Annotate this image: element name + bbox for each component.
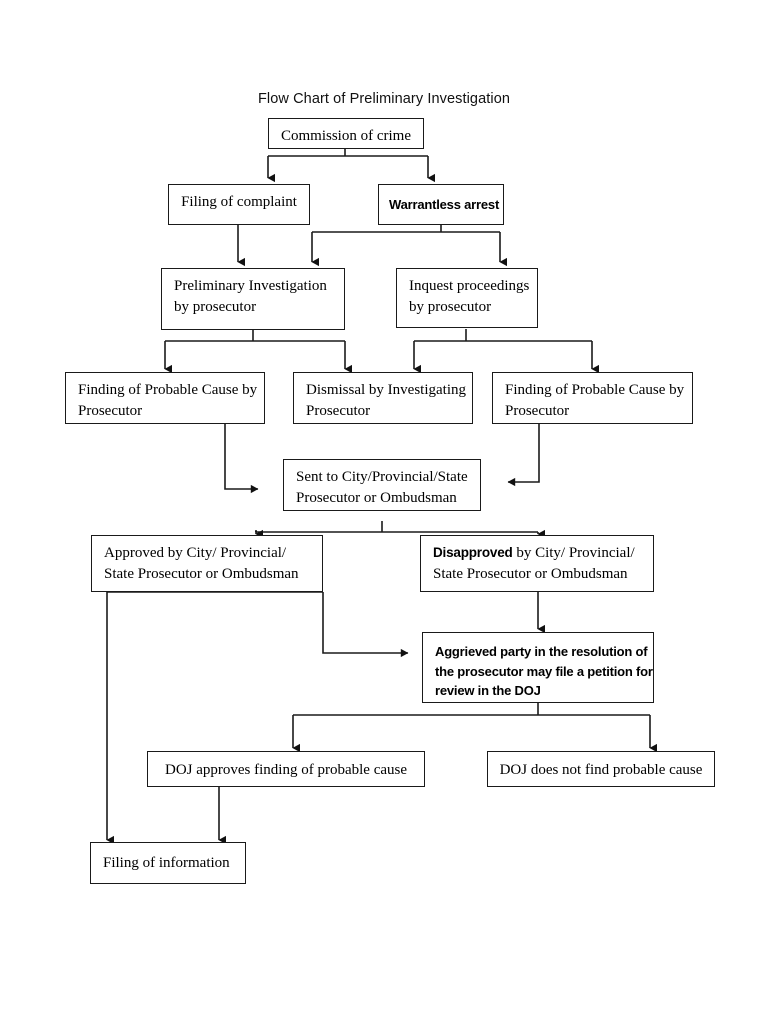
node-label-line1: Aggrieved party in the resolution of [435, 644, 648, 659]
node-label-line2: by prosecutor [174, 299, 257, 316]
node-label-line1: Sent to City/Provincial/State [296, 469, 468, 485]
node-label-line2: State Prosecutor or Ombudsman [104, 566, 299, 583]
node-label-line1: Inquest proceedings [409, 278, 530, 294]
node-label-line1: Disapproved by City/ Provincial/ [433, 543, 643, 564]
node-inquest-proceedings[interactable]: Inquest proceedings by prosecutor [396, 268, 538, 328]
node-emphasis: Disapproved [433, 545, 513, 560]
node-approved-by-prosecutor[interactable]: Approved by City/ Provincial/ State Pros… [91, 535, 323, 592]
node-label: DOJ approves finding of probable cause [164, 762, 407, 778]
node-label-line1: Finding of Probable Cause by [505, 382, 685, 398]
node-label: Commission of crime [281, 128, 411, 144]
node-label: Filing of information [103, 855, 230, 871]
node-doj-approves-finding[interactable]: DOJ approves finding of probable cause [147, 751, 425, 787]
node-label-line1: Approved by City/ Provincial/ [104, 543, 312, 564]
node-disapproved-by-prosecutor[interactable]: Disapproved by City/ Provincial/ State P… [420, 535, 654, 592]
node-sent-to-prosecutor-or-ombudsman[interactable]: Sent to City/Provincial/State Prosecutor… [283, 459, 481, 511]
node-label-line2: Prosecutor [78, 403, 143, 420]
node-label-line2: State Prosecutor or Ombudsman [433, 566, 628, 583]
node-label: Warrantless arrest [389, 197, 500, 212]
node-label-line1: Finding of Probable Cause by [78, 382, 258, 398]
node-rest: by City/ Provincial/ [164, 545, 287, 561]
page-title: Flow Chart of Preliminary Investigation [257, 91, 511, 107]
node-label: Filing of complaint [181, 194, 297, 210]
edge-finding-left-to-sent [224, 424, 259, 494]
node-dismissal-by-investigating-prosecutor[interactable]: Dismissal by Investigating Prosecutor [293, 372, 473, 424]
node-label-line2: Prosecutor or Ombudsman [296, 490, 457, 507]
node-doj-does-not-find[interactable]: DOJ does not find probable cause [487, 751, 715, 787]
node-emphasis: Approved [104, 545, 164, 561]
edge-approved-to-aggrieved [322, 592, 409, 658]
node-finding-probable-cause-right[interactable]: Finding of Probable Cause by Prosecutor [492, 372, 693, 424]
node-label-line2: by prosecutor [409, 299, 492, 316]
node-label-line2: the prosecutor may file a petition for [435, 663, 653, 679]
node-label-line1: Preliminary Investigation [174, 278, 327, 294]
node-rest: by City/ Provincial/ [512, 545, 635, 561]
node-finding-probable-cause-left[interactable]: Finding of Probable Cause by Prosecutor [65, 372, 265, 424]
node-label-line2: Prosecutor [306, 403, 371, 420]
node-aggrieved-party-petition[interactable]: Aggrieved party in the resolution of the… [422, 632, 654, 703]
node-label-line3: review in the DOJ [435, 683, 541, 698]
node-preliminary-investigation[interactable]: Preliminary Investigation by prosecutor [161, 268, 345, 330]
node-label-line1: Dismissal by Investigating [306, 382, 466, 398]
edge-finding-right-to-sent [507, 424, 540, 487]
node-filing-of-information[interactable]: Filing of information [90, 842, 246, 884]
node-commission-of-crime[interactable]: Commission of crime [268, 118, 424, 149]
node-filing-of-complaint[interactable]: Filing of complaint [168, 184, 310, 225]
node-label: DOJ does not find probable cause [499, 762, 703, 778]
node-label-line2: Prosecutor [505, 403, 570, 420]
node-warrantless-arrest[interactable]: Warrantless arrest [378, 184, 504, 225]
